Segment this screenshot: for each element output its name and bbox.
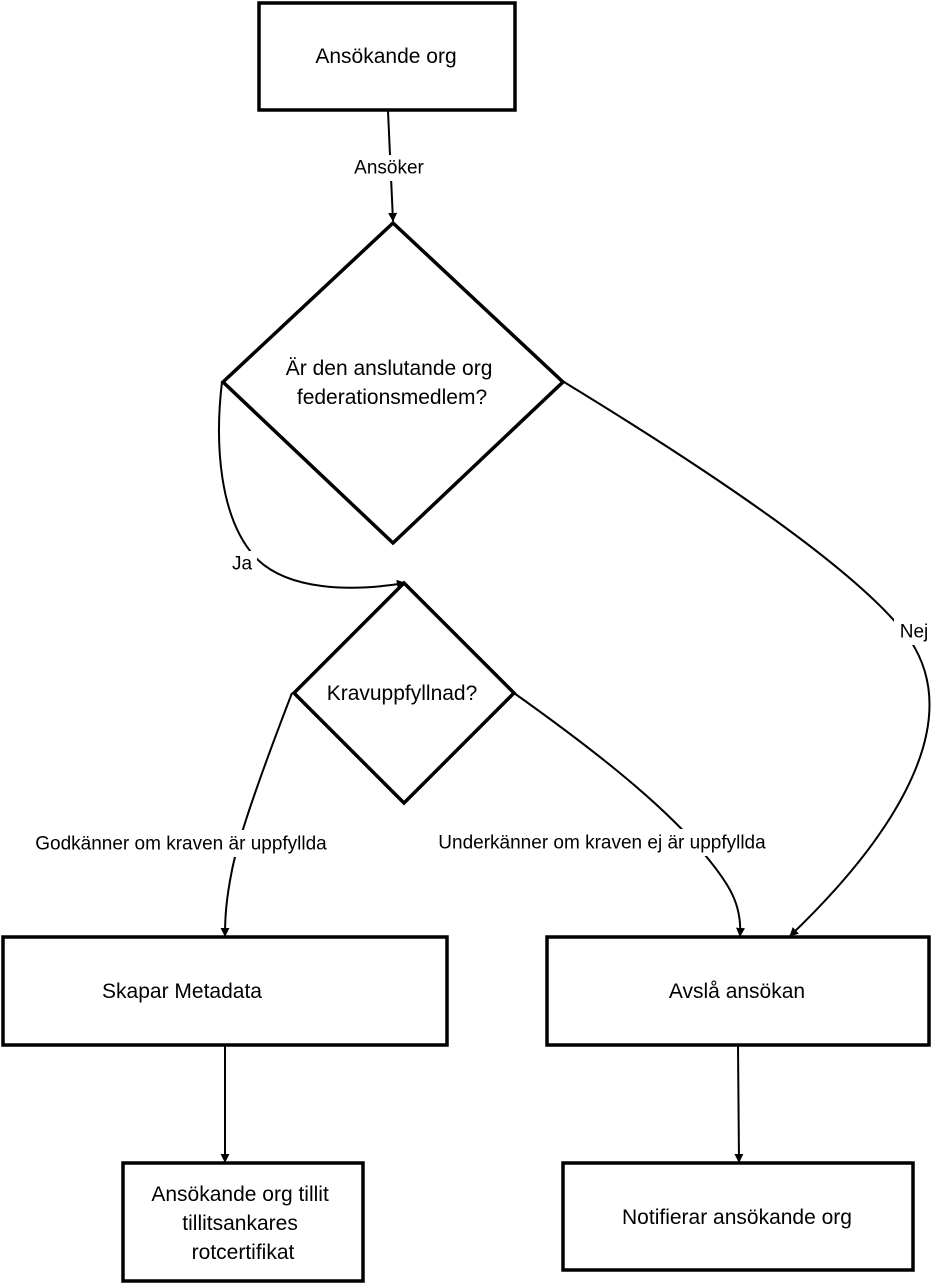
node-reject-application-label: Avslå ansökan	[669, 980, 805, 1003]
node-trust-anchor-box	[121, 1161, 365, 1283]
edge-label-yes: Ja	[232, 554, 253, 575]
node-notify-applicant-box	[561, 1161, 915, 1272]
node-applicant-box	[257, 1, 517, 112]
node-reject-application: Avslå ansökan	[545, 935, 931, 1047]
edge-label-approves: Godkänner om kraven är uppfyllda	[35, 834, 327, 855]
node-trust-anchor: Ansökande org tillit tillitsankares rotc…	[121, 1161, 365, 1283]
node-member-decision: Är den anslutande org federationsmedlem?	[220, 220, 566, 546]
node-reject-application-box	[545, 935, 931, 1047]
edge-yes	[218, 381, 406, 589]
node-applicant: Ansökande org	[257, 1, 517, 112]
node-requirement-decision-label: Kravuppfyllnad?	[327, 682, 478, 705]
edge-label-rejects: Underkänner om kraven ej är uppfyllda	[438, 833, 766, 854]
edge-rejects	[513, 692, 746, 937]
node-notify-applicant-label: Notifierar ansökande org	[622, 1206, 852, 1229]
node-member-decision-label: Är den anslutande org federationsmedlem?	[286, 357, 499, 409]
node-requirement-decision: Kravuppfyllnad?	[291, 580, 517, 806]
node-trust-anchor-label: Ansökande org tillit tillitsankares rotc…	[151, 1183, 334, 1264]
edge-label-no: Nej	[900, 622, 929, 643]
node-requirement-decision-diamond	[291, 580, 517, 806]
node-applicant-label: Ansökande org	[315, 45, 456, 68]
node-create-metadata: Skapar Metadata	[1, 935, 449, 1047]
edge-reject-to-notify	[734, 1045, 744, 1163]
edge-approves	[220, 692, 293, 937]
edge-label-applies: Ansöker	[354, 158, 424, 179]
edges: Ansöker Ja Nej Godkänner om kraven är up…	[10, 110, 934, 1163]
node-create-metadata-label: Skapar Metadata	[102, 980, 262, 1003]
node-notify-applicant: Notifierar ansökande org	[561, 1161, 915, 1272]
node-create-metadata-box	[1, 935, 449, 1047]
node-member-decision-diamond	[220, 220, 566, 546]
